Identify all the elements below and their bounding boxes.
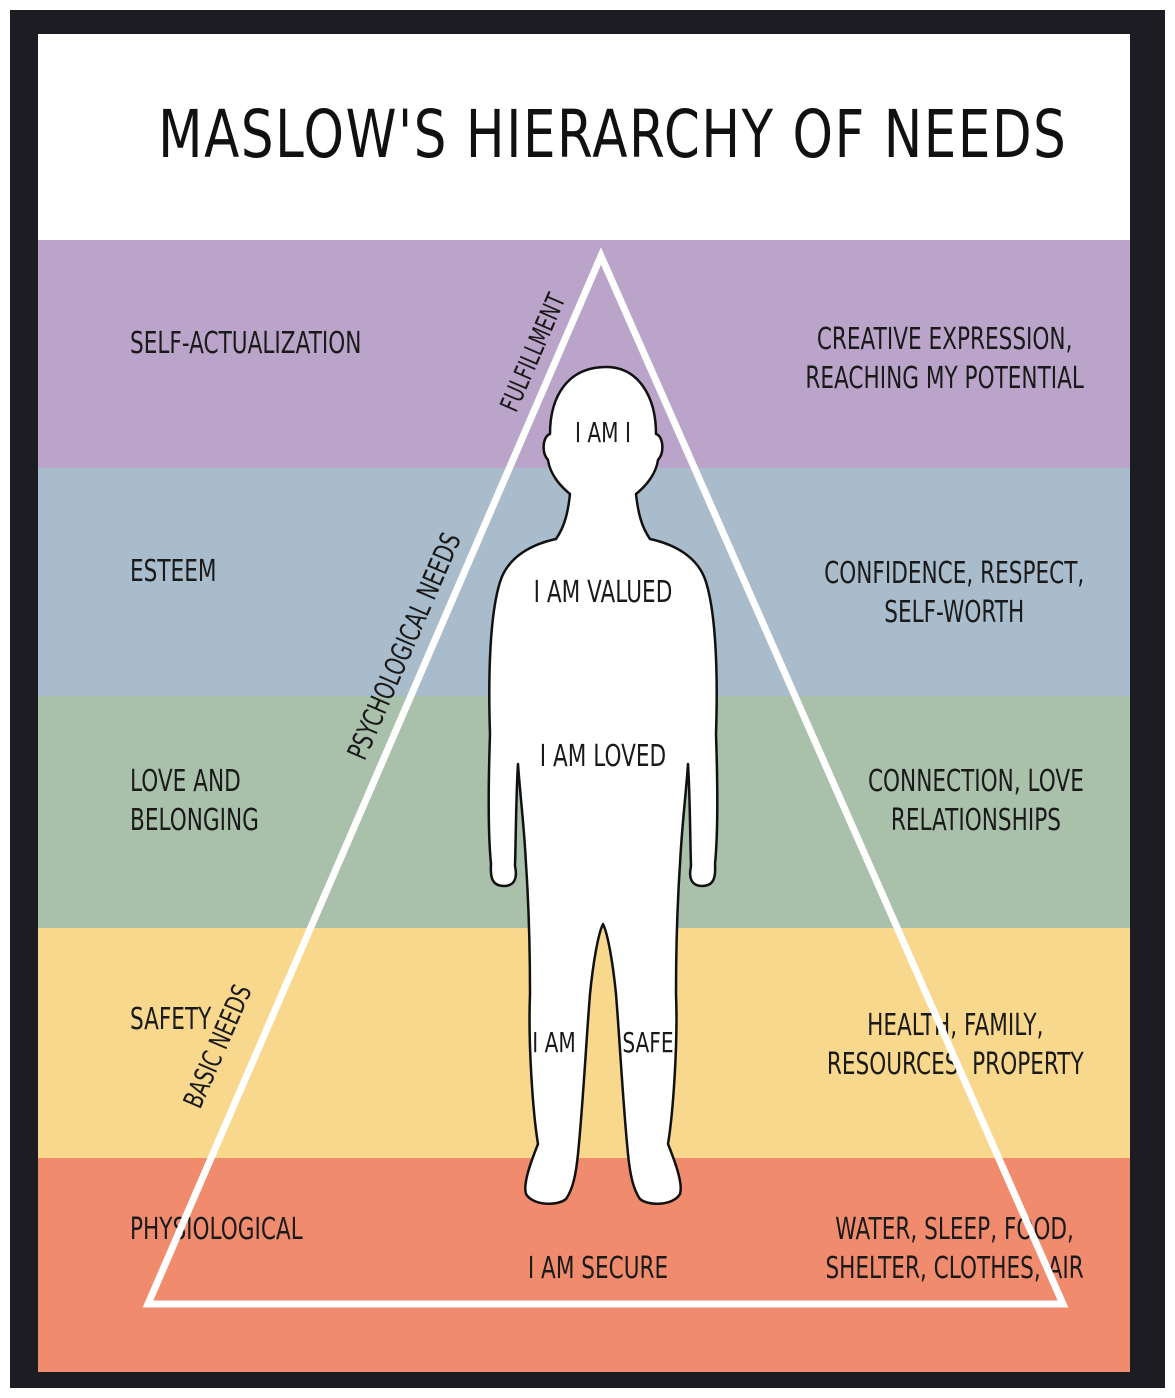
level-name-physiological: PHYSIOLOGICAL xyxy=(130,1212,303,1247)
statement-esteem: I AM VALUED xyxy=(534,576,673,610)
pyramid-diagram: I AM I I AM VALUED I AM LOVED I AM SAFE … xyxy=(142,247,1069,1308)
side-label-psychological: PSYCHOLOGICAL NEEDS xyxy=(340,528,467,765)
side-label-basic: BASIC NEEDS xyxy=(177,980,258,1113)
level-name-self-actualization: SELF-ACTUALIZATION xyxy=(130,326,362,361)
statement-physiological: I AM SECURE xyxy=(528,1252,668,1286)
poster: MASLOW'S HIERARCHY OF NEEDS SELF-ACTUALI… xyxy=(38,34,1130,1372)
statement-love: I AM LOVED xyxy=(540,740,666,774)
poster-frame: MASLOW'S HIERARCHY OF NEEDS SELF-ACTUALI… xyxy=(10,10,1165,1388)
level-name-love-belonging: LOVE AND BELONGING xyxy=(130,764,259,838)
level-description-esteem: CONFIDENCE, RESPECT, SELF-WORTH xyxy=(823,556,1084,630)
child-silhouette-icon xyxy=(487,365,719,1205)
level-description-self-actualization: CREATIVE EXPRESSION, REACHING MY POTENTI… xyxy=(805,322,1084,396)
level-description-love-belonging: CONNECTION, LOVE RELATIONSHIPS xyxy=(868,764,1084,838)
statement-self-actualization: I AM I xyxy=(575,416,631,449)
pyramid-triangle xyxy=(142,247,1069,1308)
band-physiological xyxy=(38,1158,1130,1372)
statement-safety-left: I AM xyxy=(532,1026,576,1059)
page-title: MASLOW'S HIERARCHY OF NEEDS xyxy=(158,96,1068,173)
level-description-physiological: WATER, SLEEP, FOOD, SHELTER, CLOTHES, AI… xyxy=(825,1212,1084,1286)
level-name-safety: SAFETY xyxy=(130,1002,212,1037)
statement-safety-right: SAFE xyxy=(622,1026,673,1059)
level-name-esteem: ESTEEM xyxy=(130,554,217,589)
